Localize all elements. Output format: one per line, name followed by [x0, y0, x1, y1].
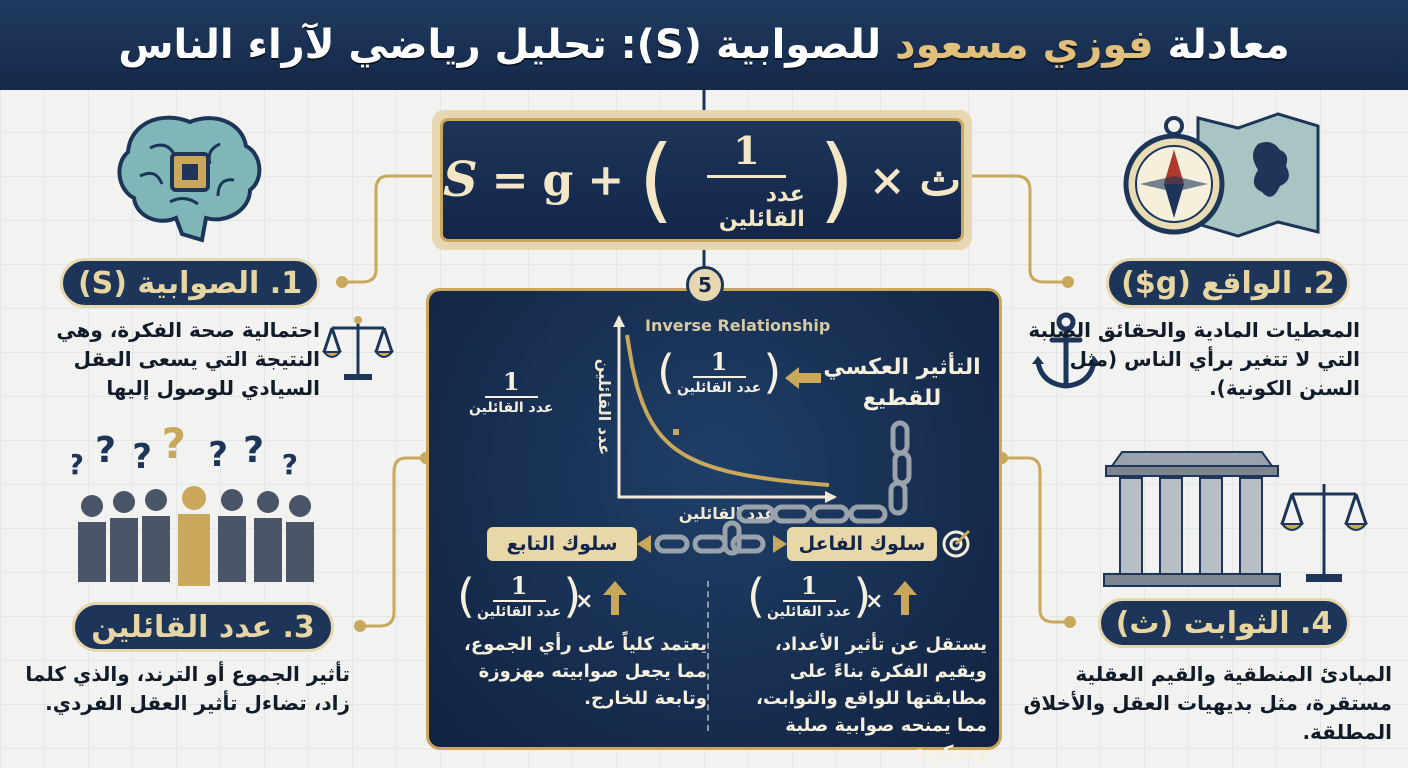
svg-text:?: ? — [95, 430, 116, 471]
svg-text:?: ? — [132, 437, 152, 477]
section-badge-reality: 2. الواقع (g$) — [1106, 258, 1350, 308]
follower-times-sign: × — [575, 589, 594, 614]
formula-fraction: 1 عدد القائلين — [688, 128, 805, 232]
inverse-fraction-denominator: عدد القائلين — [676, 380, 762, 396]
header-bar: معادلة فوزي مسعود للصوابية (S): تحليل ري… — [0, 0, 1408, 90]
follower-behavior-text: يعتمد كلياً على رأي الجموع، مما يجعل صوا… — [464, 634, 707, 709]
svg-text:?: ? — [208, 435, 228, 475]
svg-text:?: ? — [243, 430, 264, 471]
actor-behavior-label: سلوك الفاعل — [787, 527, 937, 561]
section-text-constants: المبادئ المنطقية والقيم العقلية مستقرة، … — [1023, 662, 1393, 744]
inverse-fraction-numerator: 1 — [692, 347, 746, 378]
page-title: معادلة فوزي مسعود للصوابية (S): تحليل ري… — [118, 22, 1290, 68]
graph-side-fraction: 1 عدد القائلين — [469, 367, 553, 416]
follower-behavior-label: سلوك التابع — [487, 527, 637, 561]
formula-eq: = — [491, 154, 529, 206]
pillars-icon — [1103, 451, 1369, 587]
actor-times-sign: × — [865, 589, 884, 614]
actor-behavior-text: يستقل عن تأثير الأعداد، ويقيم الفكرة بنا… — [756, 634, 987, 763]
formula-plus: + — [587, 154, 625, 206]
explanation-panel: Inverse Relationship عدد القائلين عدد ال… — [426, 288, 1002, 763]
side-fraction-denominator: عدد القائلين — [469, 400, 554, 416]
section-badge-rightness: 1. الصوابية (S) — [60, 258, 320, 308]
target-icon — [942, 529, 971, 558]
actor-fraction-numerator: 1 — [782, 571, 836, 602]
formula-paren-open: ( — [638, 126, 675, 233]
section-text-reality: المعطيات المادية والحقائق الصلبة التي لا… — [1028, 318, 1360, 400]
formula-times: × — [868, 154, 906, 206]
formula-th: ث — [919, 154, 961, 206]
svg-text:?: ? — [162, 422, 186, 468]
link-arrows-icon — [637, 534, 787, 554]
brain-chip-icon — [117, 115, 262, 243]
follower-fraction-denominator: عدد القائلين — [476, 604, 562, 620]
formula-s: S — [443, 152, 478, 208]
formula-g: g — [542, 154, 574, 206]
panel-divider — [707, 581, 709, 731]
inverse-fraction: ( 1 عدد القائلين ) — [657, 344, 782, 399]
section-badge-speakers: 3. عدد القائلين — [72, 602, 334, 652]
actor-up-arrow-icon — [893, 581, 917, 615]
formula-paren-close: ) — [818, 126, 855, 233]
svg-text:?: ? — [72, 448, 84, 481]
actor-fraction-denominator: عدد القائلين — [766, 604, 852, 620]
compass-map-icon — [1123, 112, 1320, 238]
graph-y-label: عدد القائلين — [595, 359, 614, 455]
formula-numerator: 1 — [707, 128, 786, 178]
graph-title: Inverse Relationship — [645, 316, 830, 335]
follower-up-arrow-icon — [603, 581, 627, 615]
formula-denominator: عدد القائلين — [718, 182, 805, 232]
anchor-icon — [1032, 312, 1100, 389]
formula-box: S = g + ( 1 عدد القائلين ) × ث — [432, 110, 972, 250]
side-fraction-numerator: 1 — [484, 367, 538, 398]
section-text-rightness: احتمالية صحة الفكرة، وهي النتيجة التي يس… — [56, 318, 320, 400]
follower-fraction-numerator: 1 — [492, 571, 546, 602]
panel-number-badge: 5 — [686, 266, 724, 304]
svg-text:?: ? — [282, 448, 298, 481]
scales-icon — [322, 316, 394, 380]
actor-fraction: ( 1 عدد القائلين ) — [747, 568, 872, 623]
crowd-question-icon: ? ? ? ? ? ? ? — [72, 422, 314, 586]
follower-fraction: ( 1 عدد القائلين ) — [457, 568, 582, 623]
section-text-speakers: تأثير الجموع أو الترند، والذي كلما زاد، … — [25, 662, 350, 715]
inverse-effect-text: التأثير العكسي للقطيع — [823, 355, 981, 411]
left-arrow-icon — [785, 367, 821, 389]
section-badge-constants: 4. الثوابت (ث) — [1098, 598, 1350, 648]
formula: S = g + ( 1 عدد القائلين ) × ث — [440, 118, 964, 242]
